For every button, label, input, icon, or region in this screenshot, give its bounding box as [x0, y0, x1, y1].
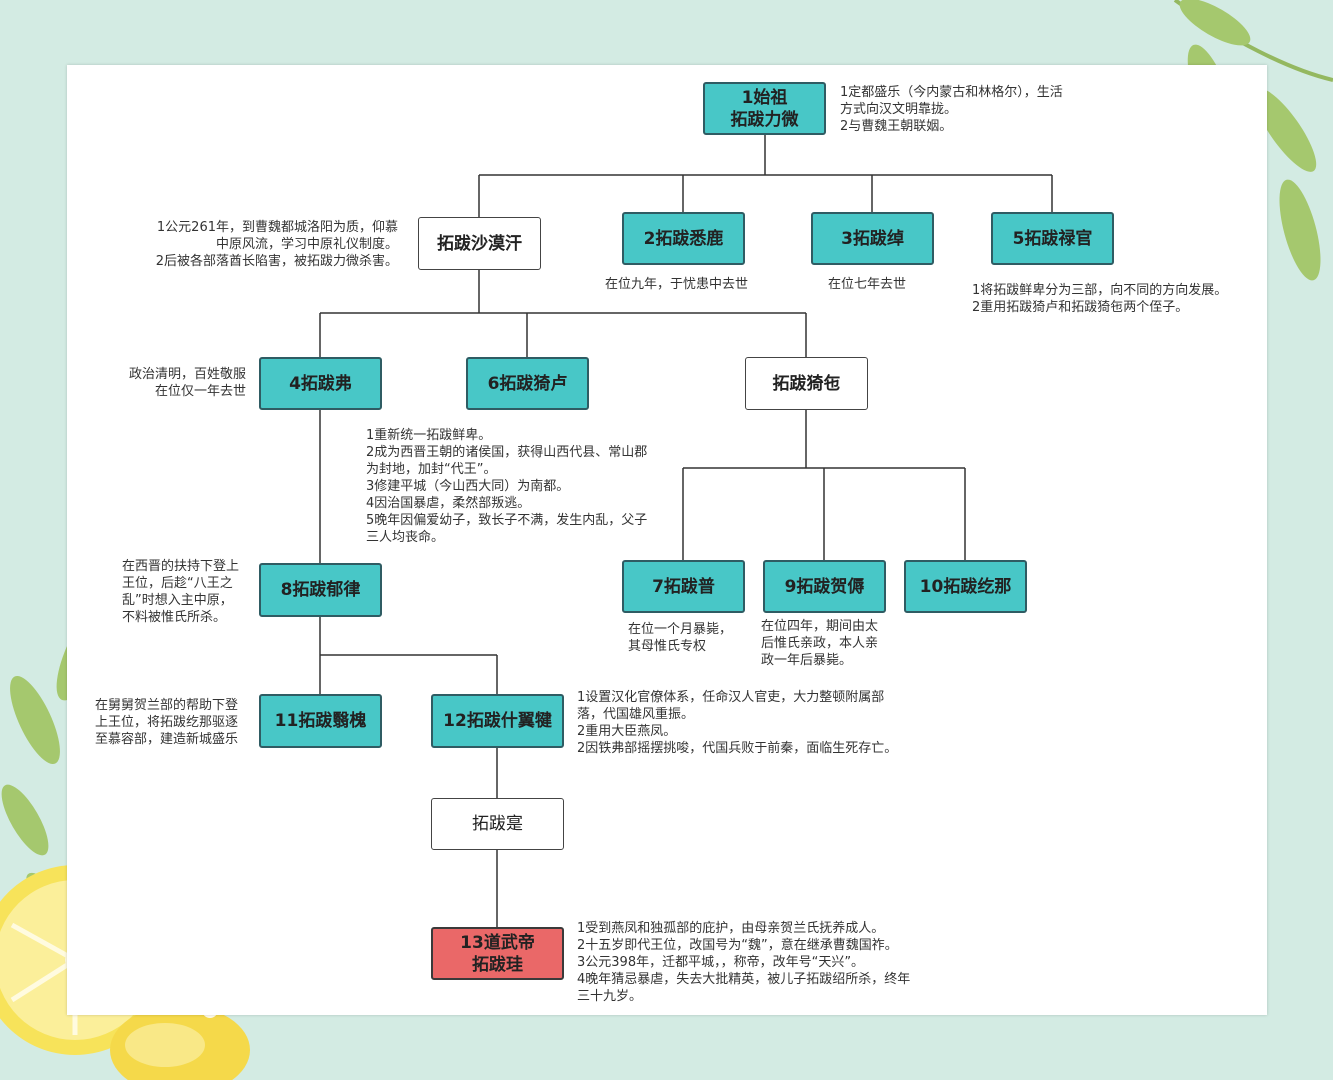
node-tuoba-pu: 7拓跋普 [622, 560, 745, 613]
node-tuoba-yilu: 6拓跋猗卢 [466, 357, 589, 410]
node-tuoba-shi: 拓跋寔 [431, 798, 564, 850]
node-daowudi-tuoba-gui: 13道武帝 拓跋珪 [431, 927, 564, 980]
note-tuoba-yilu: 1重新统一拓跋鲜卑。 2成为西晋王朝的诸侯国，获得山西代县、常山郡 为封地，加封… [366, 428, 648, 545]
note-tuoba-pu: 在位一个月暴毙， 其母惟氏专权 [628, 622, 733, 654]
note-tuoba-shiyijian: 1设置汉化官僚体系，任命汉人官吏，大力整顿附属部 落，代国雄风重振。 2重用大臣… [577, 690, 898, 756]
node-tuoba-fu: 4拓跋弗 [259, 357, 382, 410]
node-tuoba-yulv: 8拓跋郁律 [259, 563, 382, 617]
connector-n8 [319, 617, 498, 694]
note-tuoba-luguan: 1将拓跋鲜卑分为三部，向不同的方向发展。 2重用拓跋猗卢和拓跋猗㐌两个侄子。 [972, 283, 1228, 315]
note-tuoba-shamohan: 1公元261年，到曹魏都城洛阳为质，仰慕 中原风流，学习中原礼仪制度。 2后被各… [155, 220, 398, 269]
note-tuoba-liwei: 1定都盛乐（今内蒙古和林格尔），生活 方式向汉文明靠拢。 2与曹魏王朝联姻。 [840, 85, 1063, 134]
note-tuoba-fu: 政治清明，百姓敬服 在位仅一年去世 [128, 367, 246, 399]
note-daowudi-tuoba-gui: 1受到燕凤和独孤部的庇护，由母亲贺兰氏抚养成人。 2十五岁即代王位，改国号为“魏… [577, 921, 911, 1004]
node-tuoba-henu: 9拓跋贺傉 [763, 560, 886, 613]
node-tuoba-liwei: 1始祖 拓跋力微 [703, 82, 826, 135]
note-tuoba-chuo: 在位七年去世 [828, 277, 907, 292]
node-tuoba-yihuai: 11拓跋翳槐 [259, 694, 382, 748]
node-tuoba-xilu: 2拓跋悉鹿 [622, 212, 745, 265]
node-tuoba-shamohan: 拓跋沙漠汗 [418, 217, 541, 270]
note-tuoba-xilu: 在位九年，于忧患中去世 [605, 277, 749, 292]
node-tuoba-hena: 10拓跋纥那 [904, 560, 1027, 613]
note-tuoba-yihuai: 在舅舅贺兰部的帮助下登 上王位，将拓跋纥那驱逐 至慕容部，建造新城盛乐 [95, 698, 239, 747]
connector-shamohan [319, 270, 807, 357]
node-tuoba-luguan: 5拓跋禄官 [991, 212, 1114, 265]
node-tuoba-chuo: 3拓跋绰 [811, 212, 934, 265]
note-tuoba-henu: 在位四年，期间由太 后惟氏亲政，本人亲 政一年后暴毙。 [761, 619, 879, 668]
node-tuoba-yiyi: 拓跋猗㐌 [745, 357, 868, 410]
node-tuoba-shiyijian: 12拓跋什翼犍 [431, 694, 564, 748]
connector-yiyi [682, 410, 966, 560]
note-tuoba-yulv: 在西晋的扶持下登上 王位，后趁“八王之 乱”时想入主中原， 不料被惟氏所杀。 [122, 559, 240, 625]
connector-n1 [478, 135, 1053, 217]
